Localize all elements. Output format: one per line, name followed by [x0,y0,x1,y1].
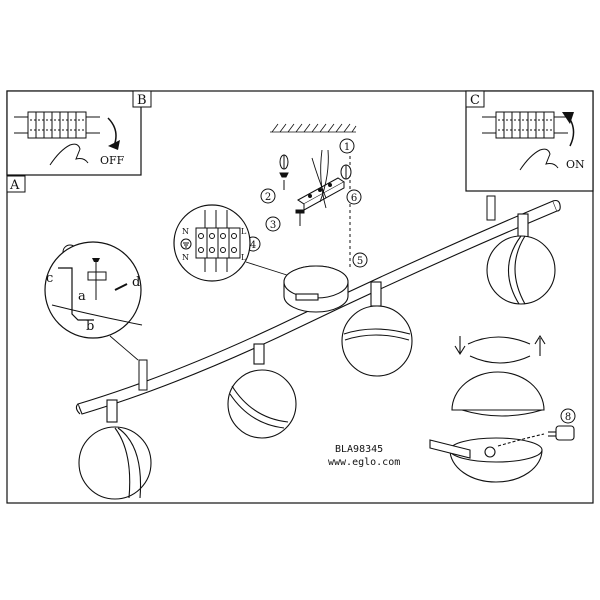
spotlight-1 [78,399,152,500]
dowel-icon [340,164,352,180]
shade-dome [451,371,545,411]
product-website: www.eglo.com [328,457,400,468]
panel-a-tag [6,175,26,193]
step-5-label: 5 [357,256,363,267]
central-canopy [283,265,349,313]
step-2-label: 2 [265,192,271,203]
end-cap-icon [552,199,561,212]
wiring-detail: N L N L [173,204,291,282]
off-label: OFF [100,154,125,167]
terminal-block-off [14,111,100,139]
terminal-strip [195,210,241,272]
spotlight-3 [341,281,413,377]
end-cap-icon [75,403,81,415]
off-switch-panel: B OFF [6,90,152,176]
step-markers: 1 2 3 4 5 6 7 8 [62,138,576,424]
step-6-label: 6 [351,193,357,204]
screwdriver-icon [114,283,128,291]
bulb-replacement-detail [429,425,575,483]
bar-clip [138,195,496,391]
spotlight-4 [486,213,556,305]
terminal-label-n-top: N [182,227,189,236]
terminal-label-l-bottom: L [241,253,247,262]
drill-bit-icon [279,154,289,170]
step-3-label: 3 [270,220,276,231]
rotate-arrow-icon [469,355,531,364]
clip-detail: a b c d [44,241,143,361]
ground-icon [180,238,192,250]
product-code: BLA98345 [335,444,383,455]
hand-icon [49,143,89,166]
spotlight-2 [227,343,297,439]
detail-label-d: d [132,275,140,290]
hand-icon [519,148,559,171]
shade-rotation-detail [451,334,546,417]
bulb-icon [548,425,575,441]
panel-a-label: A [9,178,20,193]
on-switch-panel: C ON [465,90,594,192]
mounting-bracket [297,177,345,211]
detail-label-c: c [46,271,53,286]
detail-label-b: b [86,319,94,334]
step-8-label: 8 [565,412,571,423]
wires [311,149,329,209]
step-1-label: 1 [344,142,350,153]
step-4-label: 4 [250,240,256,251]
panel-b-label: B [137,93,147,108]
terminal-label-l-top: L [241,227,247,236]
panel-c-label: C [470,93,480,108]
on-label: ON [566,158,585,171]
arrow-head-icon [108,140,120,150]
ceiling-hatch [270,123,357,133]
arrow-head-icon [562,112,574,124]
rotate-arrow-icon [467,336,531,345]
terminal-label-n-bottom: N [182,253,189,262]
main-panel-border [6,90,594,504]
detail-label-a: a [78,289,86,304]
